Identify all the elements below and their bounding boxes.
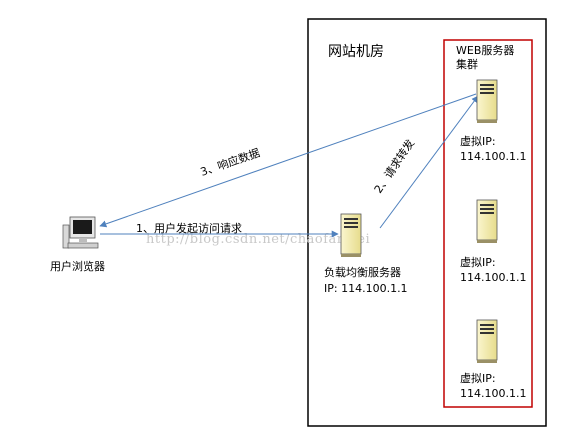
web-server-2-label: 虚拟IP:	[460, 255, 496, 269]
web-server-2-icon	[476, 199, 498, 244]
watermark: http://blog.csdn.net/chaofanwei	[146, 232, 370, 247]
web-server-1-label: 虚拟IP:	[460, 134, 496, 148]
web-server-3-icon	[476, 319, 498, 364]
datacenter-title: 网站机房	[328, 44, 384, 60]
arrow-response	[99, 93, 477, 228]
datacenter-box	[307, 18, 547, 427]
load-balancer-ip: IP: 114.100.1.1	[324, 282, 408, 295]
arrow-forward	[379, 95, 479, 229]
load-balancer-label: 负载均衡服务器	[324, 265, 401, 279]
web-server-1-icon	[476, 79, 498, 124]
web-server-3-ip: 114.100.1.1	[460, 387, 526, 400]
computer-icon	[62, 216, 99, 249]
cluster-title-line2: 集群	[456, 57, 478, 71]
arrow-response-label: 3、响应数据	[198, 145, 261, 178]
arrow-request-label: 1、用户发起访问请求	[136, 221, 242, 235]
load-balancer-server-icon	[340, 213, 362, 258]
web-server-2-ip: 114.100.1.1	[460, 271, 526, 284]
cluster-box	[443, 39, 533, 408]
web-server-1-ip: 114.100.1.1	[460, 150, 526, 163]
cluster-title-line1: WEB服务器	[456, 44, 514, 57]
web-server-3-label: 虚拟IP:	[460, 371, 496, 385]
browser-label: 用户浏览器	[50, 259, 105, 273]
